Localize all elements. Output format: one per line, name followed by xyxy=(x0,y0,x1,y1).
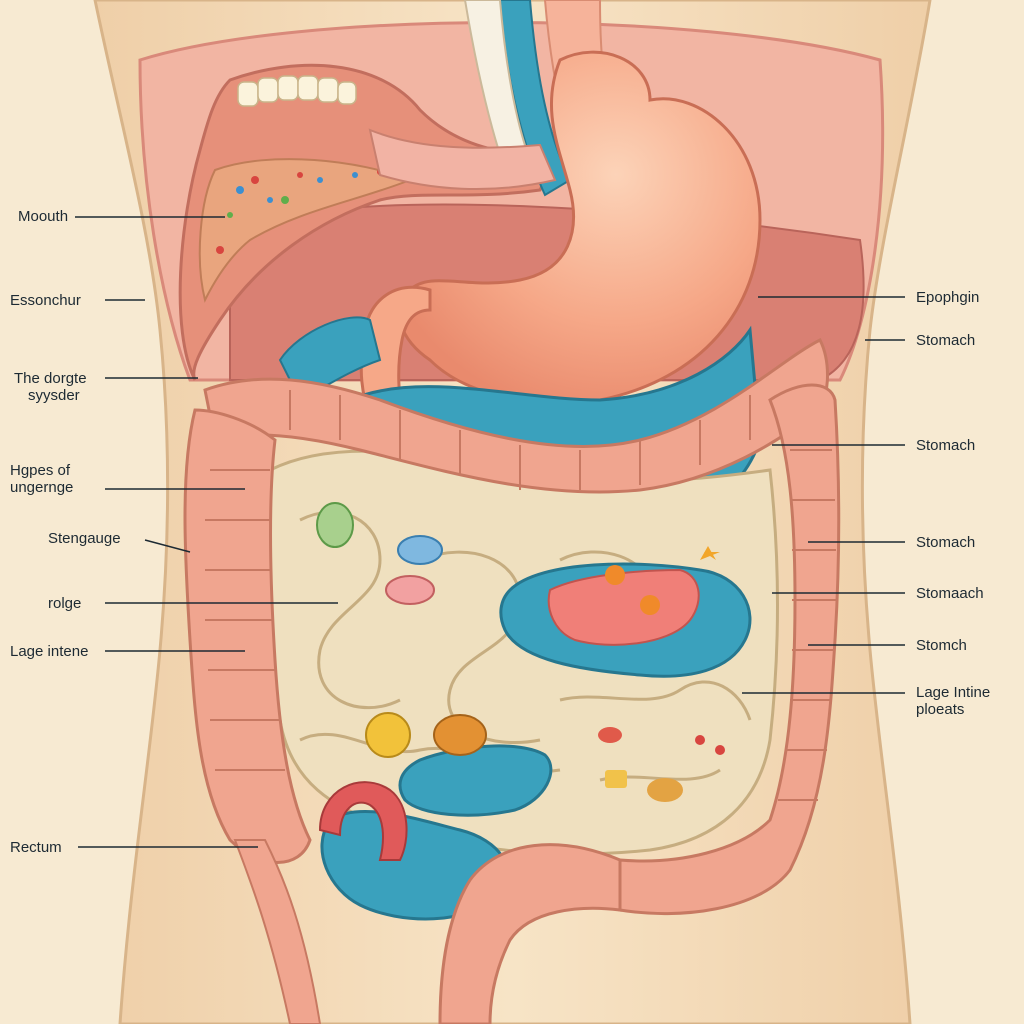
label-lage-intene-text: Lage intene xyxy=(10,643,89,660)
large-intestine xyxy=(183,337,841,1024)
label-lage-intene: Lage intene xyxy=(10,643,88,660)
leader-lines-left xyxy=(75,216,338,848)
label-rectum-text: Rectum xyxy=(10,839,62,856)
label-stomach-4-text: Stomaach xyxy=(916,585,984,602)
stomach xyxy=(398,50,762,405)
blue-colon-lower xyxy=(398,744,553,817)
label-hgpes-line2: ungernge xyxy=(10,479,74,496)
label-dorgte-line1: The dorgte xyxy=(14,370,87,387)
label-stomach-3-text: Stomach xyxy=(916,534,976,551)
label-stomach-3: Stomach xyxy=(916,534,975,551)
label-stengauge-text: Stengauge xyxy=(48,530,121,547)
label-stomach-2-text: Stomach xyxy=(916,437,976,454)
label-stomach-1: Stomach xyxy=(916,332,975,349)
label-stomach-2: Stomach xyxy=(916,437,975,454)
mouth-cavity xyxy=(178,63,563,381)
label-dorgte-line2: syysder xyxy=(28,387,80,404)
label-stomach-5: Stomch xyxy=(916,637,967,654)
label-stomach-5-text: Stomch xyxy=(916,637,967,654)
label-stengauge: Stengauge xyxy=(48,530,121,547)
label-esoonchur-text: Essonchur xyxy=(10,292,81,309)
label-rolge: rolge xyxy=(48,595,81,612)
haustra xyxy=(205,390,836,801)
label-rolge-text: rolge xyxy=(48,595,82,612)
pink-organ xyxy=(547,568,700,646)
label-stomach-1-text: Stomach xyxy=(916,332,976,349)
label-lage-intine: Lage Intine ploeats xyxy=(916,684,990,718)
label-rectum: Rectum xyxy=(10,839,62,856)
label-stomach-4: Stomaach xyxy=(916,585,984,602)
label-mouth-text: Moouth xyxy=(18,208,69,225)
label-epophgin: Epophgin xyxy=(916,289,979,306)
label-esoonchur: Essonchur xyxy=(10,292,81,309)
label-lage-intine-line1: Lage Intine xyxy=(916,684,991,701)
label-epophgin-text: Epophgin xyxy=(916,289,980,306)
red-segment xyxy=(318,781,408,861)
rectum xyxy=(233,839,322,1024)
food-bolus xyxy=(198,158,413,303)
label-mouth: Moouth xyxy=(18,208,68,225)
throat xyxy=(368,128,557,191)
label-hgpes: Hgpes of ungernge xyxy=(10,462,73,496)
food-items xyxy=(316,502,725,802)
teeth xyxy=(237,75,357,107)
leader-lines-right xyxy=(742,296,905,694)
label-lage-intine-line2: ploeats xyxy=(916,701,965,718)
label-dorgte: The dorgte syysder xyxy=(14,370,87,404)
label-hgpes-line1: Hgpes of xyxy=(10,462,71,479)
